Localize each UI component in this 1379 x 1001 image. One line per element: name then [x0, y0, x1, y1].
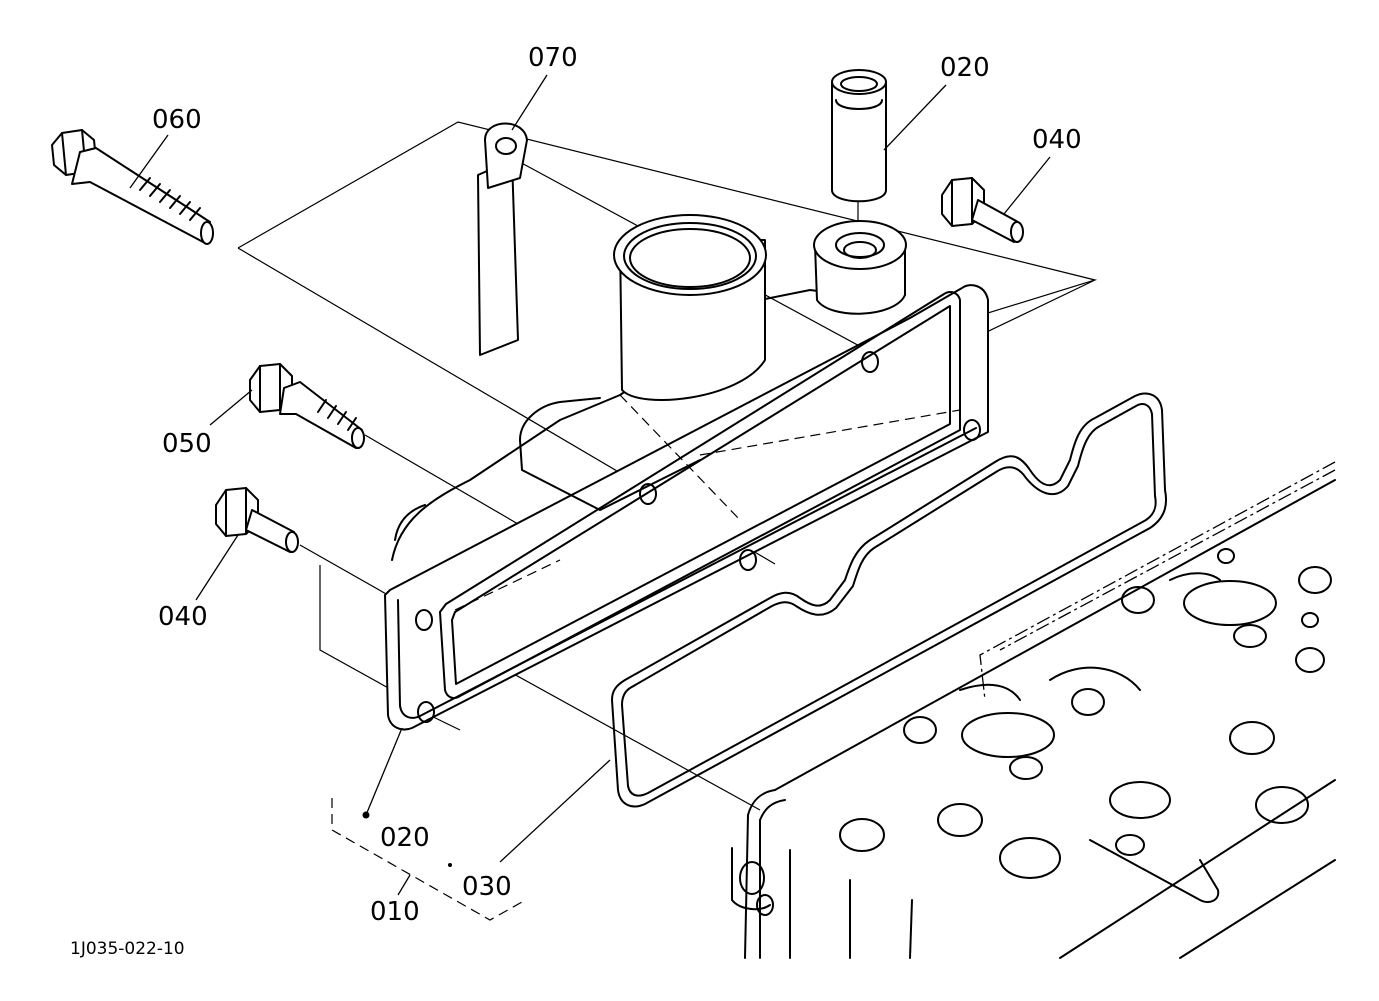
label-040-top: 040	[1032, 125, 1082, 155]
drawing-code: 1J035-022-10	[70, 939, 185, 959]
label-010: 010	[370, 897, 420, 927]
label-070: 070	[528, 43, 578, 73]
cylinder-head	[731, 461, 1336, 959]
label-020-top: 020	[940, 53, 990, 83]
label-040-bottom: 040	[158, 602, 208, 632]
gasket-030	[611, 392, 1168, 808]
label-060: 060	[152, 105, 202, 135]
gauge-070	[477, 122, 528, 356]
bolt-040-bottom	[215, 487, 299, 553]
label-030: 030	[462, 872, 512, 902]
pipe-020	[831, 69, 887, 203]
bolt-060	[51, 129, 214, 245]
water-flange-housing	[384, 214, 989, 731]
bolt-040-top	[941, 177, 1024, 243]
label-020-bottom: 020	[380, 823, 430, 853]
bolt-050	[249, 363, 365, 449]
leader-lines	[129, 74, 1051, 896]
label-050: 050	[162, 429, 212, 459]
